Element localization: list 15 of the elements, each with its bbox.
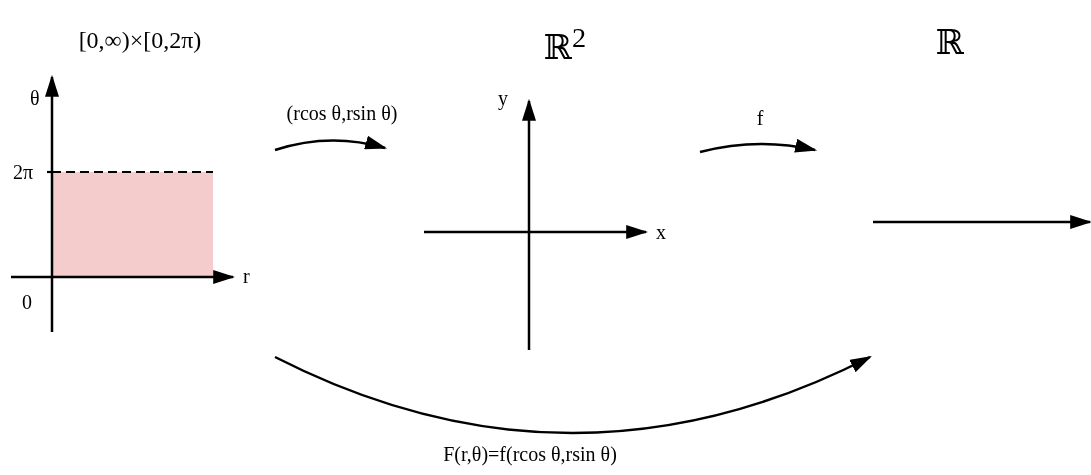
axis-label: x [656, 222, 666, 242]
axis-label: y [498, 88, 508, 108]
arrow [274, 355, 872, 435]
space-heading: ℝ [934, 23, 966, 62]
axis-label: θ [30, 88, 40, 108]
edge-label: F(r,θ)=f(rcos θ,rsin θ) [442, 444, 618, 464]
tick-label: 2π [13, 162, 34, 182]
space-heading: ℝ$^{2}$ [542, 22, 588, 68]
edge-label: (rcos θ,rsin θ) [285, 103, 399, 123]
arrow [274, 138, 387, 152]
space-heading: [0,∞)×[0,2π) [77, 27, 203, 54]
arrow [699, 140, 817, 155]
tick-label: 0 [22, 292, 32, 312]
axis-label: r [243, 266, 250, 286]
edge-label: f [755, 108, 765, 128]
